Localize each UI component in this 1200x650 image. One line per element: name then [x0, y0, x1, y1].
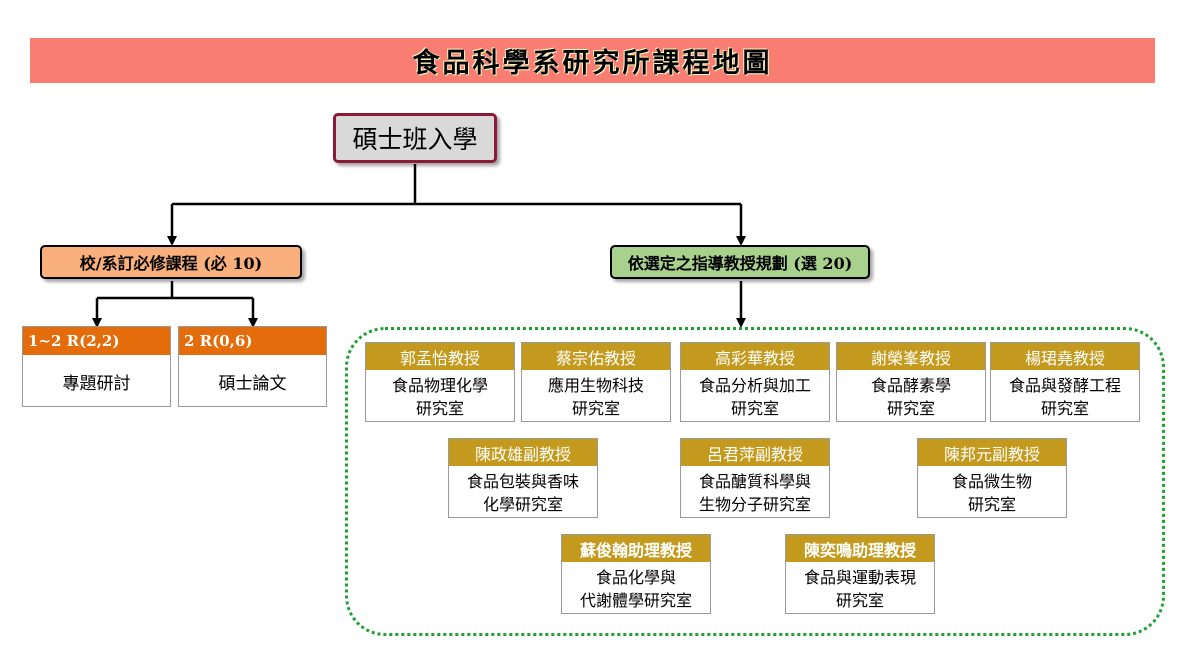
lab-professor: 蔡宗佑教授 — [522, 343, 670, 370]
lab-card: 陳邦元副教授 食品微生物 研究室 — [917, 438, 1067, 518]
course-header: 1~2 R(2,2) — [23, 327, 170, 355]
lab-name-line2: 化學研究室 — [482, 494, 563, 514]
lab-professor: 陳政雄副教授 — [449, 439, 597, 466]
lab-name-line2: 研究室 — [886, 398, 935, 418]
lab-professor: 高彩華教授 — [681, 343, 829, 370]
advisor-plan-label: 依選定之指導教授規劃 (選 20) — [627, 254, 853, 273]
lab-name-line1: 食品包裝與香味 — [466, 471, 579, 491]
lab-name-line1: 食品醣質科學與 — [698, 471, 811, 491]
title-bar: 食品科學系研究所課程地圖 — [30, 38, 1155, 83]
lab-professor: 呂君萍副教授 — [681, 439, 829, 466]
course-name: 碩士論文 — [218, 373, 287, 394]
lab-name-line1: 應用生物科技 — [547, 375, 644, 395]
labs-region — [345, 327, 1165, 636]
lab-professor: 郭孟怡教授 — [366, 343, 514, 370]
lab-card: 呂君萍副教授 食品醣質科學與 生物分子研究室 — [680, 438, 830, 518]
advisor-plan-node: 依選定之指導教授規劃 (選 20) — [610, 245, 870, 279]
lab-name-line2: 研究室 — [835, 590, 884, 610]
lab-name-line2: 研究室 — [415, 398, 464, 418]
root-node: 碩士班入學 — [333, 113, 497, 163]
root-label: 碩士班入學 — [352, 125, 478, 154]
required-courses-node: 校/系訂必修課程 (必 10) — [40, 245, 302, 279]
lab-card: 郭孟怡教授 食品物理化學 研究室 — [365, 342, 515, 422]
lab-name-line1: 食品酵素學 — [870, 375, 951, 395]
lab-card: 陳政雄副教授 食品包裝與香味 化學研究室 — [448, 438, 598, 518]
lab-card: 蔡宗佑教授 應用生物科技 研究室 — [521, 342, 671, 422]
required-courses-label: 校/系訂必修課程 (必 10) — [79, 254, 263, 273]
lab-name-line1: 食品化學與 — [595, 567, 676, 587]
page-title: 食品科學系研究所課程地圖 — [412, 48, 773, 79]
lab-card: 謝榮峯教授 食品酵素學 研究室 — [836, 342, 986, 422]
course-seminar: 1~2 R(2,2) 專題研討 — [22, 326, 171, 407]
lab-name-line2: 研究室 — [571, 398, 620, 418]
lab-name-line1: 食品分析與加工 — [698, 375, 811, 395]
course-header: 2 R(0,6) — [179, 327, 326, 355]
lab-card: 楊珺堯教授 食品與發酵工程 研究室 — [990, 342, 1140, 422]
lab-professor: 謝榮峯教授 — [837, 343, 985, 370]
lab-name-line2: 研究室 — [967, 494, 1016, 514]
lab-professor: 陳奕鳴助理教授 — [786, 535, 934, 562]
lab-name-line2: 研究室 — [1040, 398, 1089, 418]
lab-name-line1: 食品微生物 — [951, 471, 1032, 491]
lab-name-line2: 代謝體學研究室 — [579, 590, 692, 610]
lab-name-line1: 食品物理化學 — [391, 375, 488, 395]
lab-card: 高彩華教授 食品分析與加工 研究室 — [680, 342, 830, 422]
lab-card: 陳奕鳴助理教授 食品與運動表現 研究室 — [785, 534, 935, 614]
lab-professor: 楊珺堯教授 — [991, 343, 1139, 370]
lab-professor: 蘇俊翰助理教授 — [562, 535, 710, 562]
lab-card: 蘇俊翰助理教授 食品化學與 代謝體學研究室 — [561, 534, 711, 614]
lab-name-line2: 生物分子研究室 — [698, 494, 811, 514]
lab-name-line2: 研究室 — [730, 398, 779, 418]
lab-name-line1: 食品與運動表現 — [803, 567, 916, 587]
lab-professor: 陳邦元副教授 — [918, 439, 1066, 466]
course-name: 專題研討 — [62, 373, 131, 394]
course-thesis: 2 R(0,6) 碩士論文 — [178, 326, 327, 407]
lab-name-line1: 食品與發酵工程 — [1008, 375, 1121, 395]
